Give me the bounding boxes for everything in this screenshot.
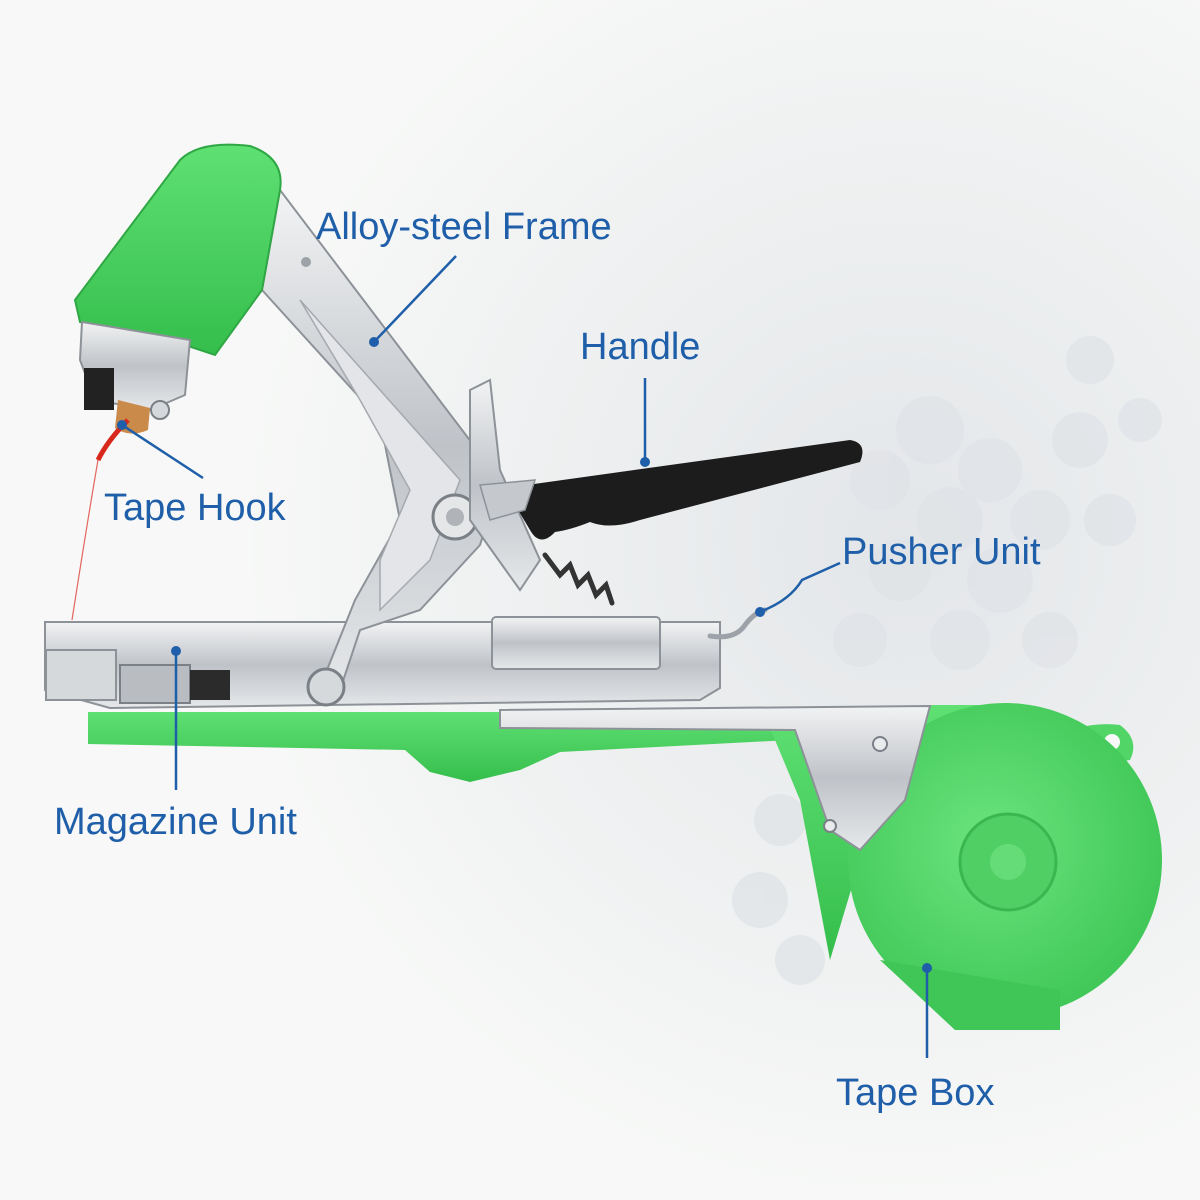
leader-lines <box>117 255 932 1058</box>
tape-tool-illustration <box>44 143 1162 1030</box>
spring <box>542 552 615 606</box>
handle-grip <box>505 440 863 540</box>
leader-pusher-unit-dot <box>755 607 765 617</box>
frame-inner-plate <box>299 299 461 612</box>
leader-magazine-unit-dot <box>171 646 181 656</box>
bracket-rivet <box>872 736 888 752</box>
leader-frame <box>373 255 457 343</box>
leader-tape-hook <box>121 423 204 480</box>
label-magazine-unit: Magazine Unit <box>54 801 297 843</box>
frame-top-rivet <box>301 257 311 267</box>
leader-frame-dot <box>369 337 379 347</box>
handle-steel-shank <box>479 479 537 521</box>
frame-lower-pivot <box>306 667 346 707</box>
tape-hook-dark-part <box>84 368 114 410</box>
magazine-front-clip <box>45 649 117 701</box>
magazine-dark-slot <box>190 670 230 700</box>
tape-box-hub-inner <box>990 844 1026 880</box>
frame-green-cap <box>73 143 282 357</box>
bracket-rivet-lower <box>823 819 837 833</box>
frame-pivot-center <box>446 508 464 526</box>
label-tape-hook: Tape Hook <box>104 487 286 529</box>
label-handle: Handle <box>580 326 701 368</box>
leader-pusher-unit <box>761 561 841 613</box>
tape-box-steel-bracket <box>499 704 932 852</box>
leader-tape-hook-dot <box>117 420 127 430</box>
tape-string <box>71 459 99 621</box>
label-tape-box: Tape Box <box>836 1072 995 1114</box>
leader-tape-box-dot <box>922 963 932 973</box>
label-alloy-steel-frame: Alloy-steel Frame <box>316 206 612 248</box>
leader-handle-dot <box>640 457 650 467</box>
magazine-steel-block <box>491 616 661 670</box>
tape-box-bottom <box>880 960 1060 1030</box>
alloy-steel-frame-body <box>260 187 502 702</box>
magazine-screw-plate <box>119 664 191 704</box>
tape-hook-screw <box>150 400 170 420</box>
label-pusher-unit: Pusher Unit <box>842 531 1041 573</box>
grape-cluster-background <box>732 336 1162 985</box>
